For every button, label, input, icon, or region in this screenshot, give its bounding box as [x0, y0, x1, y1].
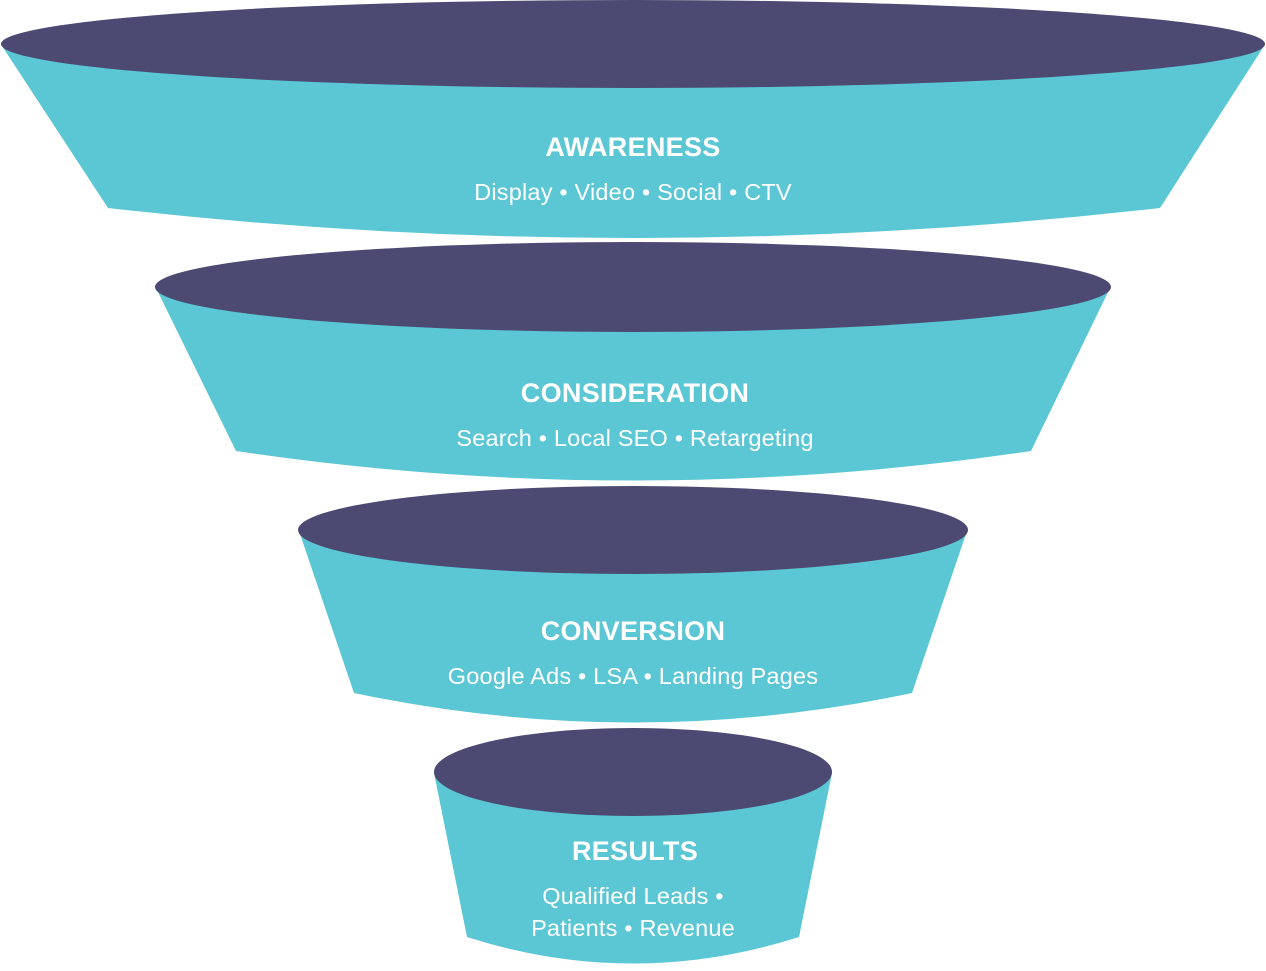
stage-channels-results-line-2: Patients • Revenue: [531, 915, 735, 941]
funnel-body-consideration: [156, 288, 1110, 481]
stage-title-conversion: CONVERSION: [541, 616, 726, 646]
funnel-rim-results: [434, 728, 832, 816]
funnel-rim-conversion: [298, 486, 968, 574]
funnel-stage-results: RESULTS Qualified Leads • Patients • Rev…: [434, 728, 832, 964]
funnel-stage-awareness: AWARENESS Display • Video • Social • CTV: [1, 0, 1265, 238]
stage-channels-conversion: Google Ads • LSA • Landing Pages: [448, 663, 818, 689]
funnel-rim-awareness: [1, 0, 1265, 88]
funnel-rim-consideration: [155, 242, 1111, 332]
stage-title-consideration: CONSIDERATION: [521, 378, 749, 408]
stage-title-results: RESULTS: [572, 836, 698, 866]
funnel-body-awareness: [2, 46, 1264, 238]
funnel-stage-conversion: CONVERSION Google Ads • LSA • Landing Pa…: [298, 486, 968, 723]
stage-title-awareness: AWARENESS: [545, 132, 720, 162]
funnel-body-conversion: [299, 531, 967, 723]
stage-channels-consideration: Search • Local SEO • Retargeting: [456, 425, 813, 451]
stage-channels-results-line-1: Qualified Leads •: [542, 883, 723, 909]
funnel-stage-consideration: CONSIDERATION Search • Local SEO • Retar…: [155, 242, 1111, 481]
funnel-body-results: [434, 773, 832, 964]
stage-channels-awareness: Display • Video • Social • CTV: [474, 179, 792, 205]
